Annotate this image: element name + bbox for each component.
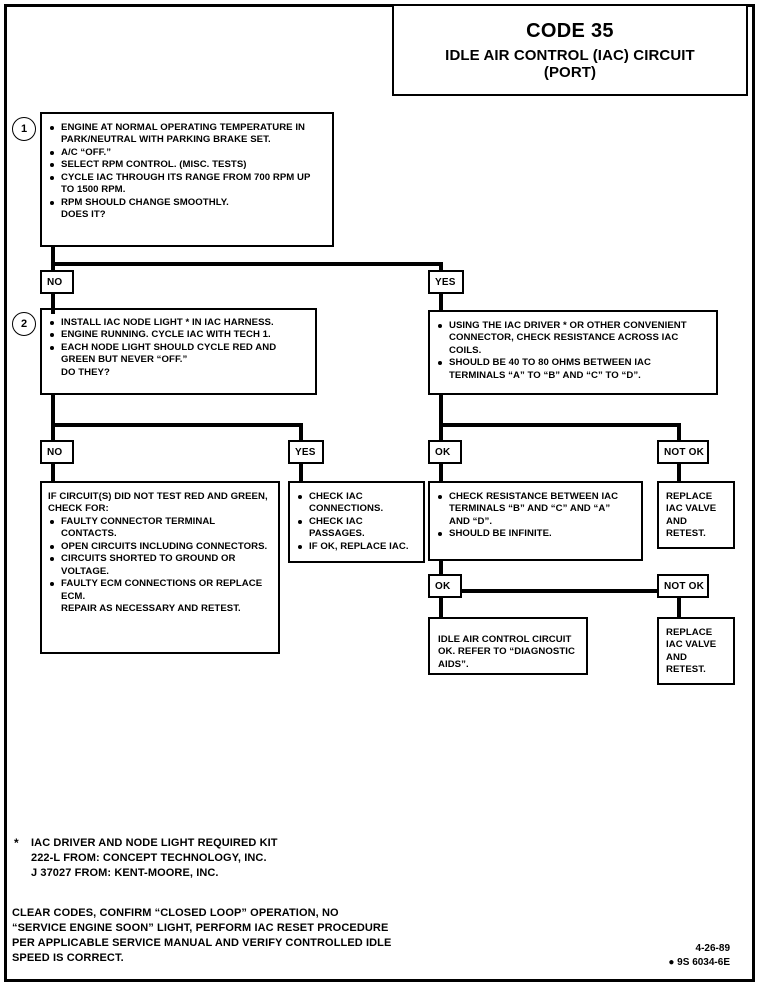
box-check-resistance-infinite: CHECK RESISTANCE BETWEEN IAC TERMINALS “… (428, 481, 643, 561)
footnote-procedure: CLEAR CODES, CONFIRM “CLOSED LOOP” OPERA… (12, 907, 392, 964)
box-circuit-check-tail: REPAIR AS NECESSARY AND RETEST. (61, 603, 241, 615)
box-check-iac-connections: CHECK IAC CONNECTIONS. CHECK IAC PASSAGE… (288, 481, 425, 563)
box-step-1-tail: DOES IT? (61, 209, 106, 221)
connector-no2-to-box (51, 464, 55, 482)
label-yes-2: YES (288, 440, 324, 464)
title-block: CODE 35 IDLE AIR CONTROL (IAC) CIRCUIT (… (392, 4, 748, 96)
connector-ok1-to-box (439, 464, 443, 482)
label-ok-1: OK (428, 440, 462, 464)
connector-ok2-to-box (439, 598, 443, 618)
label-no-2: NO (40, 440, 74, 464)
page-title-subtitle: IDLE AIR CONTROL (IAC) CIRCUIT (PORT) (445, 47, 695, 82)
connector-step2-yes-down (299, 423, 303, 441)
label-ok-2: OK (428, 574, 462, 598)
label-no-1: NO (40, 270, 74, 294)
list-item: OPEN CIRCUITS INCLUDING CONNECTORS. (48, 541, 272, 553)
list-item: IF OK, REPLACE IAC. (296, 541, 417, 553)
step-number-1: 1 (12, 117, 36, 141)
list-item: FAULTY CONNECTOR TERMINAL CONTACTS. (48, 516, 272, 541)
box-check-iac-coils-list: USING THE IAC DRIVER * OR OTHER CONVENIE… (436, 320, 708, 382)
list-item: SHOULD BE 40 TO 80 OHMS BETWEEN IAC TERM… (436, 357, 708, 382)
box-circuit-check-list: IF CIRCUIT(S) DID NOT TEST RED AND GREEN… (40, 481, 280, 654)
box-step-2: INSTALL IAC NODE LIGHT * IN IAC HARNESS.… (40, 308, 317, 395)
box-replace-iac-valve-bottom-text: REPLACE IAC VALVE AND RETEST. (666, 627, 717, 676)
list-item: SHOULD BE INFINITE. (436, 528, 633, 540)
box-step-2-list: INSTALL IAC NODE LIGHT * IN IAC HARNESS.… (48, 317, 309, 379)
box-idle-air-control-ok: IDLE AIR CONTROL CIRCUIT OK. REFER TO “D… (428, 617, 588, 675)
footnote-asterisk: * (14, 836, 19, 850)
list-item: CIRCUITS SHORTED TO GROUND OR VOLTAGE. (48, 553, 272, 578)
list-item: SELECT RPM CONTROL. (MISC. TESTS) (48, 159, 324, 171)
box-idle-air-control-ok-text: IDLE AIR CONTROL CIRCUIT OK. REFER TO “D… (438, 634, 575, 670)
connector-coils-branch (439, 423, 681, 427)
connector-step2-branch (51, 423, 303, 427)
connector-yes1-to-box (439, 294, 443, 310)
stamp-date: 4-26-89 (695, 943, 730, 954)
connector-yes2-to-box (299, 464, 303, 482)
list-item: USING THE IAC DRIVER * OR OTHER CONVENIE… (436, 320, 708, 357)
connector-step2-down (51, 395, 55, 443)
box-step-2-tail: DO THEY? (61, 366, 110, 378)
page-title-subtitle-line1: IDLE AIR CONTROL (IAC) CIRCUIT (445, 47, 695, 65)
label-not-ok-1: NOT OK (657, 440, 709, 464)
list-item: A/C “OFF.” (48, 147, 324, 159)
list-item: EACH NODE LIGHT SHOULD CYCLE RED AND GRE… (48, 342, 309, 367)
box-check-iac-connections-list: CHECK IAC CONNECTIONS. CHECK IAC PASSAGE… (296, 491, 417, 553)
connector-notok2-to-box (677, 598, 681, 618)
box-check-iac-coils: USING THE IAC DRIVER * OR OTHER CONVENIE… (428, 310, 718, 395)
connector-coils-notok-down (677, 423, 681, 441)
connector-no1-to-step2 (51, 294, 55, 314)
box-step-1: ENGINE AT NORMAL OPERATING TEMPERATURE I… (40, 112, 334, 247)
stamp-docnum: ● 9S 6034-6E (668, 956, 730, 968)
label-not-ok-2: NOT OK (657, 574, 709, 598)
connector-notok1-to-box (677, 464, 681, 482)
list-item: CHECK IAC PASSAGES. (296, 516, 417, 541)
box-replace-iac-valve-top: REPLACE IAC VALVE AND RETEST. (657, 481, 735, 549)
box-circuit-check-header: IF CIRCUIT(S) DID NOT TEST RED AND GREEN… (48, 491, 268, 515)
box-step-1-list: ENGINE AT NORMAL OPERATING TEMPERATURE I… (48, 122, 324, 222)
list-item: RPM SHOULD CHANGE SMOOTHLY. (48, 197, 324, 209)
list-item: FAULTY ECM CONNECTIONS OR REPLACE ECM. (48, 578, 272, 603)
list-item: CYCLE IAC THROUGH ITS RANGE FROM 700 RPM… (48, 172, 324, 197)
list-item: ENGINE AT NORMAL OPERATING TEMPERATURE I… (48, 122, 324, 147)
page-title-code: CODE 35 (526, 20, 614, 43)
box-replace-iac-valve-top-text: REPLACE IAC VALVE AND RETEST. (666, 491, 717, 540)
box-check-resistance-infinite-list: CHECK RESISTANCE BETWEEN IAC TERMINALS “… (436, 491, 633, 541)
page-title-subtitle-line2: (PORT) (543, 64, 597, 81)
footnote-kit-info: IAC DRIVER AND NODE LIGHT REQUIRED KIT 2… (31, 837, 278, 879)
connector-resistance-branch (439, 589, 681, 593)
box-replace-iac-valve-bottom: REPLACE IAC VALVE AND RETEST. (657, 617, 735, 685)
list-item: CHECK IAC CONNECTIONS. (296, 491, 417, 516)
connector-coils-down (439, 395, 443, 443)
list-item: ENGINE RUNNING. CYCLE IAC WITH TECH 1. (48, 329, 309, 341)
list-item: INSTALL IAC NODE LIGHT * IN IAC HARNESS. (48, 317, 309, 329)
label-yes-1: YES (428, 270, 464, 294)
document-stamp: 4-26-89 ● 9S 6034-6E (600, 942, 730, 969)
step-number-2: 2 (12, 312, 36, 336)
list-item: CHECK RESISTANCE BETWEEN IAC TERMINALS “… (436, 491, 633, 528)
page-border (4, 4, 755, 982)
box-circuit-check-list-items: IF CIRCUIT(S) DID NOT TEST RED AND GREEN… (48, 491, 272, 616)
connector-step1-branch (51, 262, 443, 266)
